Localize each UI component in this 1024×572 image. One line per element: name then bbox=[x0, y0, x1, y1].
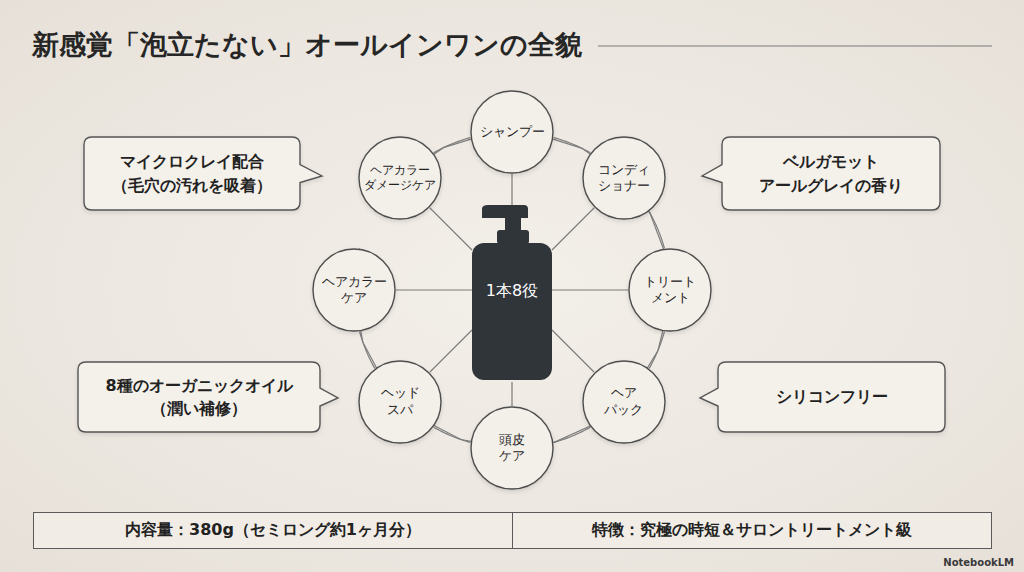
node-outline bbox=[722, 137, 940, 210]
text-wrap: コンディ ショナー bbox=[582, 136, 666, 220]
function-circle: ヘアカラー ダメージケア bbox=[358, 136, 442, 220]
spec-cell: 特徴：究極の時短＆サロントリートメント級 bbox=[512, 512, 992, 549]
bottle-illustration bbox=[472, 205, 552, 380]
function-circle: トリート メント bbox=[628, 248, 712, 332]
circle-outline bbox=[471, 407, 553, 489]
node-text: 1本8役 bbox=[486, 281, 538, 302]
text-wrap: 頭皮 ケア bbox=[470, 406, 554, 490]
node-text: シリコンフリー bbox=[776, 385, 888, 408]
node-text: 特徴：究極の時短＆サロントリートメント級 bbox=[592, 520, 912, 541]
connector-group bbox=[396, 290, 472, 291]
node-outline bbox=[84, 137, 300, 210]
callout-outline bbox=[700, 362, 945, 432]
circle-outline bbox=[629, 249, 711, 331]
node-outline bbox=[78, 362, 320, 432]
connector-line bbox=[552, 330, 594, 372]
circle-outline bbox=[583, 137, 665, 219]
connector-line bbox=[430, 208, 472, 250]
feature-callout: 8種のオーガニックオイル （潤い補修） bbox=[78, 362, 320, 432]
connector-group bbox=[552, 290, 628, 291]
bottle-center: 1本8役 bbox=[468, 205, 556, 382]
connector-line bbox=[552, 289, 628, 290]
text-wrap: 1本8役 bbox=[468, 277, 556, 305]
spec-cell: 内容量：380g（セミロング約1ヶ月分） bbox=[33, 512, 513, 549]
node-text: トリート メント bbox=[644, 274, 696, 307]
feature-callout: マイクロクレイ配合 （毛穴の汚れを吸着） bbox=[84, 137, 300, 210]
function-circle: ヘッド スパ bbox=[358, 360, 442, 444]
connector-group bbox=[430, 208, 472, 250]
function-circle: 頭皮 ケア bbox=[470, 406, 554, 490]
feature-callout: ベルガモット アールグレイの香り bbox=[722, 137, 940, 210]
callout-outline bbox=[78, 362, 338, 432]
text-wrap: ヘッド スパ bbox=[358, 360, 442, 444]
title: 新感覚「泡立たない」オールインワンの全貌 bbox=[32, 27, 582, 63]
circle-outline bbox=[359, 361, 441, 443]
node-text: ヘッド スパ bbox=[381, 385, 420, 418]
node-text: シャンプー bbox=[480, 124, 545, 140]
bottle-body bbox=[472, 243, 552, 380]
circle-outline bbox=[359, 137, 441, 219]
text-wrap: 8種のオーガニックオイル （潤い補修） bbox=[78, 362, 320, 432]
text-wrap: トリート メント bbox=[628, 248, 712, 332]
text-wrap: マイクロクレイ配合 （毛穴の汚れを吸着） bbox=[84, 137, 300, 210]
function-circle: コンディ ショナー bbox=[582, 136, 666, 220]
callout-outline bbox=[84, 137, 322, 210]
callout-outline bbox=[702, 137, 940, 210]
watermark: NotebookLM bbox=[943, 557, 1014, 568]
node-text: 内容量：380g（セミロング約1ヶ月分） bbox=[125, 520, 421, 541]
node-text: ヘアカラー ケア bbox=[322, 274, 387, 307]
text-wrap: 特徴：究極の時短＆サロントリートメント級 bbox=[513, 513, 991, 548]
node-text: ヘアカラー ダメージケア bbox=[364, 163, 436, 194]
connector-group bbox=[552, 208, 594, 250]
function-circle: シャンプー bbox=[470, 90, 554, 174]
text-wrap: ヘア パック bbox=[582, 360, 666, 444]
connector-group bbox=[512, 382, 513, 406]
text-wrap: 内容量：380g（セミロング約1ヶ月分） bbox=[34, 513, 512, 548]
pump-head bbox=[482, 205, 528, 218]
connector-group bbox=[430, 330, 472, 372]
pump-stem bbox=[505, 218, 521, 231]
connector-group bbox=[649, 332, 664, 369]
connector-line bbox=[396, 289, 472, 290]
connector-line bbox=[430, 330, 472, 372]
feature-callout: シリコンフリー bbox=[718, 362, 945, 432]
bottle-collar bbox=[497, 230, 529, 244]
node-text: 8種のオーガニックオイル （潤い補修） bbox=[105, 374, 292, 420]
connector-group bbox=[354, 134, 669, 448]
text-wrap: ヘアカラー ケア bbox=[312, 248, 396, 332]
node-text: マイクロクレイ配合 （毛穴の汚れを吸着） bbox=[112, 150, 272, 196]
text-wrap: シャンプー bbox=[470, 90, 554, 174]
connector-group bbox=[434, 138, 471, 153]
node-text: ベルガモット アールグレイの香り bbox=[759, 150, 903, 196]
title-rule bbox=[598, 45, 992, 46]
text-wrap: ベルガモット アールグレイの香り bbox=[722, 137, 940, 210]
function-circle: ヘアカラー ケア bbox=[312, 248, 396, 332]
circle-outline bbox=[583, 361, 665, 443]
connector-line bbox=[511, 382, 512, 406]
function-circle: ヘア パック bbox=[582, 360, 666, 444]
node-text: 頭皮 ケア bbox=[499, 432, 525, 465]
connector-group bbox=[552, 330, 594, 372]
connector-line bbox=[354, 134, 669, 448]
connector-line bbox=[552, 208, 594, 250]
circle-outline bbox=[471, 91, 553, 173]
connector-line bbox=[434, 138, 471, 153]
text-wrap: ヘアカラー ダメージケア bbox=[358, 136, 442, 220]
node-text: ヘア パック bbox=[604, 385, 643, 418]
node-text: コンディ ショナー bbox=[598, 162, 650, 195]
text-wrap: シリコンフリー bbox=[718, 362, 945, 432]
circle-outline bbox=[313, 249, 395, 331]
connector-line bbox=[649, 332, 664, 369]
